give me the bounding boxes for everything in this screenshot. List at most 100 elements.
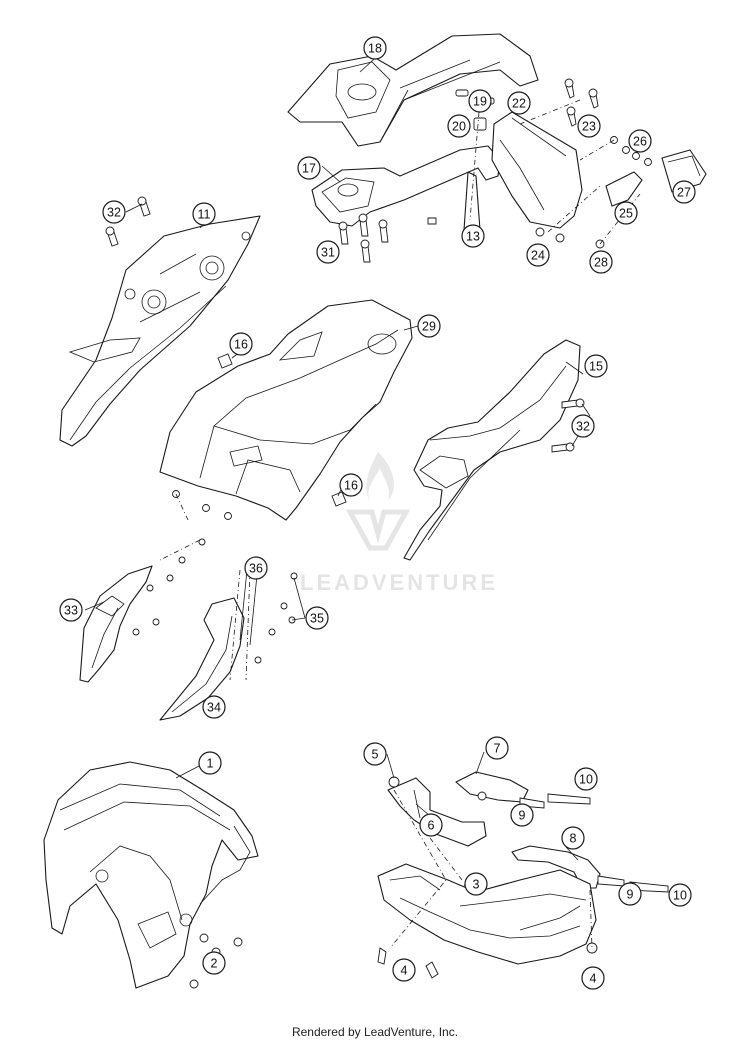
callout-26: 26 [628, 129, 652, 153]
callout-32b: 32 [571, 414, 595, 438]
callout-label: 29 [422, 320, 436, 334]
callout-9a: 9 [510, 803, 534, 827]
callout-circle [339, 473, 363, 497]
callout-label: 34 [207, 701, 221, 715]
callout-16b: 16 [339, 473, 363, 497]
callout-circle [316, 240, 340, 264]
callout-label: 1 [207, 757, 214, 771]
callout-circle [461, 224, 485, 248]
callout-circle [447, 114, 471, 138]
subframe-bolts [338, 213, 389, 263]
callout-circle [668, 883, 692, 907]
callout-label: 11 [198, 208, 211, 222]
callout-label: 35 [310, 612, 324, 626]
callout-10b: 10 [668, 883, 692, 907]
callout-circle [507, 91, 531, 115]
callout-34: 34 [202, 695, 226, 719]
callout-11: 11 [192, 202, 216, 226]
callout-label: 4 [401, 964, 408, 978]
callout-label: 28 [594, 256, 608, 270]
callout-label: 36 [249, 562, 263, 576]
part-8-bracket [511, 845, 669, 893]
callout-circle [297, 156, 321, 180]
callout-label: 25 [619, 207, 633, 221]
callout-15: 15 [584, 354, 608, 378]
callout-17: 17 [297, 156, 321, 180]
callout-circle [468, 89, 492, 113]
callout-33: 33 [59, 598, 83, 622]
callout-circle [102, 200, 126, 224]
callout-31: 31 [316, 240, 340, 264]
callout-27: 27 [672, 180, 696, 204]
callout-label: 13 [466, 230, 480, 244]
callout-label: 27 [677, 186, 691, 200]
part-11-left-side-panel [59, 215, 261, 447]
callout-22: 22 [507, 91, 531, 115]
callout-circle [672, 180, 696, 204]
part-16-clips [217, 353, 347, 507]
callout-label: 7 [494, 742, 501, 756]
part-27-reflector [661, 149, 707, 193]
callout-label: 19 [473, 95, 487, 109]
callout-25: 25 [614, 201, 638, 225]
callout-circle [577, 114, 601, 138]
callout-19: 19 [468, 89, 492, 113]
part-7-bracket [455, 771, 529, 803]
callout-2: 2 [202, 951, 226, 975]
callout-label: 32 [576, 420, 590, 434]
callout-circle [618, 882, 642, 906]
part-6-bracket [387, 777, 487, 847]
callout-label: 4 [590, 972, 597, 986]
callout-label: 6 [428, 819, 435, 833]
callout-circle [581, 966, 605, 990]
callout-8: 8 [561, 826, 585, 850]
footer-credit: Rendered by LeadVenture, Inc. [291, 1025, 459, 1039]
callout-24: 24 [526, 243, 550, 267]
flame-logo-icon [366, 452, 394, 502]
callout-3: 3 [464, 872, 488, 896]
callout-circle [561, 826, 585, 850]
callout-label: 24 [531, 249, 545, 263]
callout-circle [305, 606, 329, 630]
watermark: LEADVENTURE [300, 452, 498, 595]
callout-circle [574, 767, 598, 791]
watermark-brand: LEADVENTURE [300, 570, 498, 595]
callout-circle [363, 36, 387, 60]
callout-4b: 4 [581, 966, 605, 990]
callout-label: 32 [107, 206, 121, 220]
callout-label: 16 [344, 479, 358, 493]
part-15-right-side-panel [403, 339, 581, 561]
callout-label: 9 [627, 888, 634, 902]
callout-16a: 16 [229, 332, 253, 356]
part-32-bolts-right [551, 398, 585, 453]
callout-9b: 9 [618, 882, 642, 906]
callout-18: 18 [363, 36, 387, 60]
callout-label: 31 [321, 246, 335, 260]
callout-circle [59, 598, 83, 622]
callout-label: 9 [519, 809, 526, 823]
callout-circle [584, 354, 608, 378]
callout-label: 15 [589, 360, 603, 374]
callout-label: 10 [673, 889, 687, 903]
callout-28: 28 [589, 250, 613, 274]
cover-fasteners [132, 538, 206, 636]
callout-23: 23 [577, 114, 601, 138]
callout-circle [392, 958, 416, 982]
part-33-left-cover [79, 565, 153, 683]
callout-circle [198, 751, 222, 775]
callout-6: 6 [419, 813, 443, 837]
part-18-upper-subframe [287, 33, 539, 147]
part-25-bracket [605, 171, 643, 207]
chevron-logo-icon [345, 509, 411, 551]
callout-label: 23 [582, 120, 596, 134]
part-34-lower-cover [159, 597, 245, 721]
callout-label: 22 [512, 97, 526, 111]
callout-label: 2 [211, 957, 218, 971]
callout-label: 26 [633, 135, 647, 149]
part-22-plate-holder [491, 111, 583, 229]
callout-label: 17 [302, 162, 316, 176]
callout-circle [202, 695, 226, 719]
part-4-skid-bolts [377, 942, 598, 979]
callout-label: 10 [579, 773, 593, 787]
